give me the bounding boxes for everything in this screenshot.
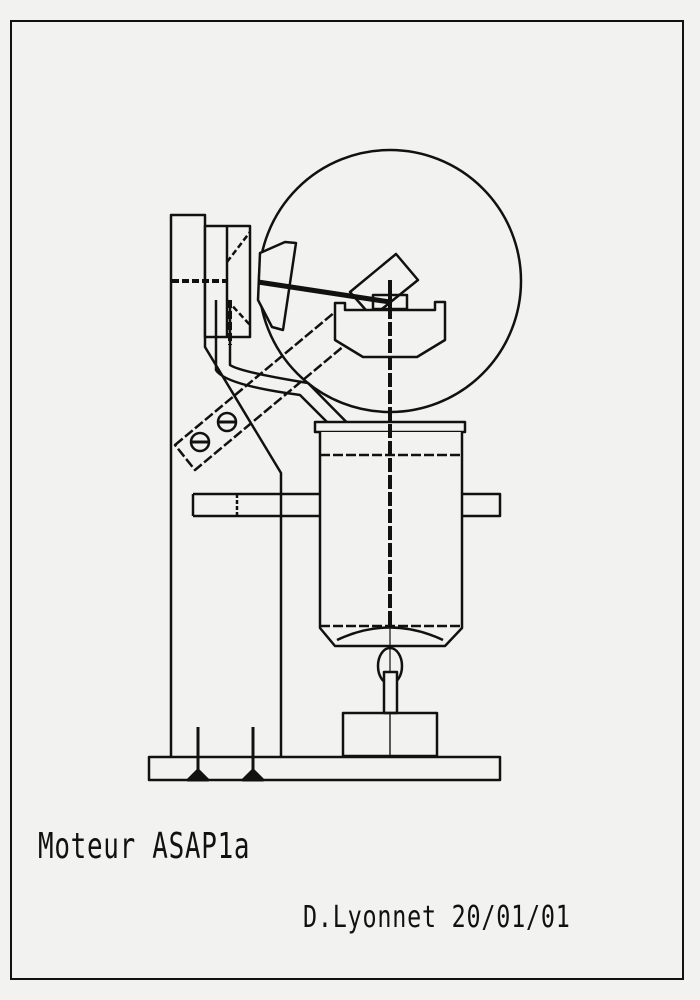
bearing-hidden xyxy=(226,231,251,263)
rod-end xyxy=(382,670,399,715)
guide-plate xyxy=(348,252,420,319)
pipe xyxy=(214,300,373,456)
drawing-border xyxy=(10,20,684,980)
bolt-icon xyxy=(186,727,210,782)
screw-icon xyxy=(189,431,211,453)
connecting-rod xyxy=(257,279,391,305)
author-date: D.Lyonnet 20/01/01 xyxy=(303,900,571,935)
cross-bar xyxy=(191,492,502,518)
base-plate xyxy=(147,755,502,782)
bolt-icon xyxy=(241,727,265,782)
screw-icon xyxy=(216,411,238,433)
drawing-title: Moteur ASAP1a xyxy=(38,826,251,867)
cylinder-bottom xyxy=(336,626,444,642)
